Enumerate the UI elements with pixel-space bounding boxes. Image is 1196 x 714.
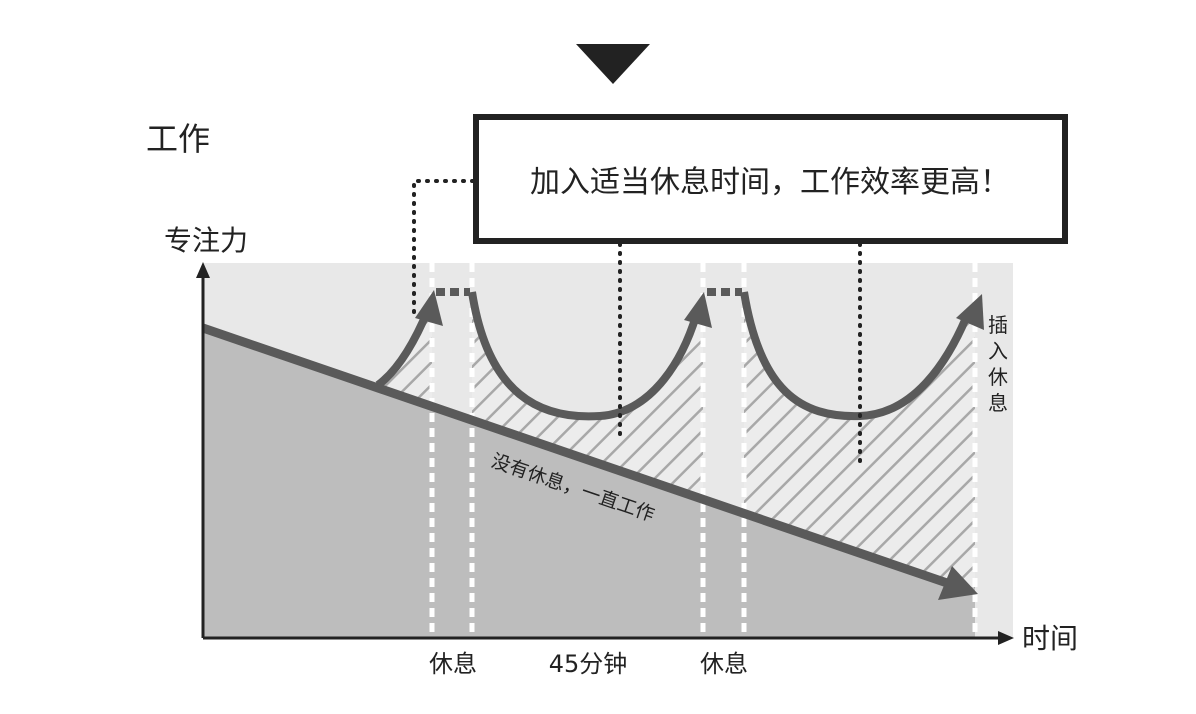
curve-arrowhead-2 bbox=[684, 292, 712, 328]
insert-rest-char-2: 入 bbox=[988, 339, 1008, 363]
hatch-region-3 bbox=[744, 292, 975, 600]
hatch-region-1 bbox=[378, 300, 432, 405]
axes bbox=[196, 262, 1014, 645]
header-label: 工作 bbox=[146, 120, 210, 158]
decline-line bbox=[201, 323, 952, 589]
rest-label-1: 休息 bbox=[429, 650, 477, 678]
x-axis-arrow bbox=[998, 631, 1014, 645]
x-axis-label: 时间 bbox=[1022, 622, 1078, 655]
curve-arrowhead-1 bbox=[415, 290, 443, 326]
gain-hatch-regions bbox=[378, 292, 975, 600]
pointer-triangle bbox=[576, 44, 650, 84]
decline-arrowhead bbox=[938, 566, 978, 600]
y-axis-arrow bbox=[196, 262, 210, 278]
insert-rest-char-1: 插 bbox=[988, 313, 1008, 337]
focus-curve-1 bbox=[375, 308, 432, 389]
insert-rest-char-3: 休 bbox=[988, 365, 1008, 389]
rest-label-2: 休息 bbox=[700, 650, 748, 678]
leader-lines bbox=[412, 179, 862, 468]
callout-text: 加入适当休息时间，工作效率更高！ bbox=[530, 165, 1010, 200]
focus-curve-2 bbox=[468, 291, 700, 421]
hatch-region-2 bbox=[472, 292, 703, 503]
y-axis-label: 专注力 bbox=[164, 224, 248, 257]
callout-box bbox=[473, 114, 1068, 244]
insert-rest-label: 插 入 休 息 bbox=[988, 313, 1008, 415]
decline-area bbox=[203, 330, 975, 638]
work-duration-label: 45分钟 bbox=[549, 650, 628, 678]
insert-rest-char-4: 息 bbox=[988, 391, 1008, 415]
curve-arrowhead-3 bbox=[956, 294, 984, 330]
